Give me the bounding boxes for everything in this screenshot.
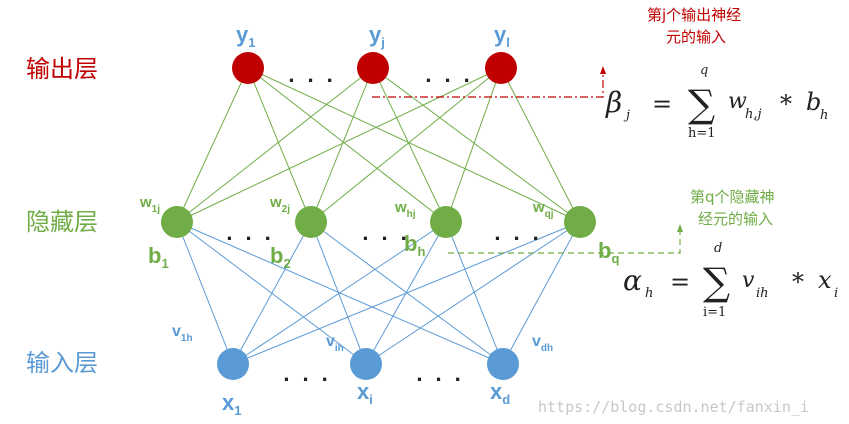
- hidden-output-edges: [176, 67, 581, 223]
- output-node-1: [357, 52, 389, 84]
- beta-lhs-sub: j: [623, 108, 630, 123]
- edge-hidden-3-output-1: [372, 67, 581, 223]
- hidden-node-label-3: bq: [598, 238, 619, 266]
- edge-hidden-3-output-2: [500, 67, 581, 223]
- beta-sum-sign: ∑: [688, 82, 715, 126]
- hidden-node-1: [295, 206, 327, 238]
- input-weight-label-2: vdh: [532, 333, 553, 354]
- input-weight-label-0: v1h: [172, 323, 193, 344]
- edge-input-1-hidden-3: [365, 221, 581, 365]
- alpha-times: *: [792, 268, 804, 296]
- edge-hidden-3-output-0: [247, 67, 581, 223]
- beta-sum-lower: h=1: [688, 126, 716, 141]
- hidden-note-line-2: 经元的输入: [698, 210, 773, 228]
- hidden-ellipsis-1: . . .: [226, 224, 274, 245]
- input-hidden-edges: [176, 221, 581, 365]
- hidden-input-pointer: [448, 224, 683, 254]
- input-node-2: [487, 348, 519, 380]
- edge-hidden-1-output-1: [310, 67, 374, 223]
- hidden-weight-label-1: w2j: [269, 194, 290, 215]
- hidden-weight-label-2: whj: [394, 199, 416, 220]
- beta-sum-upper: q: [700, 63, 708, 78]
- edge-input-1-hidden-2: [365, 221, 447, 365]
- output-node-label-2: yl: [494, 22, 510, 50]
- beta-formula: β j = ∑ q h=1 w h,j * b h: [605, 63, 828, 141]
- hidden-note-line-1: 第q个隐藏神: [690, 188, 775, 206]
- alpha-sum-upper: d: [714, 241, 722, 256]
- output-layer-nodes: y1 yj yl: [232, 22, 517, 84]
- beta-equals: =: [652, 90, 672, 118]
- input-node-0: [217, 348, 249, 380]
- output-node-2: [485, 52, 517, 84]
- edge-hidden-1-output-0: [247, 67, 312, 223]
- edge-hidden-2-output-2: [445, 67, 502, 223]
- output-node-label-1: yj: [369, 22, 385, 50]
- edge-hidden-2-output-1: [372, 67, 447, 223]
- output-note: 第j个输出神经 元的输入: [647, 6, 741, 46]
- alpha-var2: x: [818, 266, 832, 294]
- output-node-label-0: y1: [236, 22, 255, 50]
- edge-input-0-hidden-0: [176, 221, 234, 365]
- alpha-sum-sign: ∑: [703, 260, 730, 304]
- beta-var: w: [728, 89, 747, 114]
- input-node-1: [350, 348, 382, 380]
- output-layer-label: 输出层: [26, 55, 98, 83]
- hidden-ellipsis-2: . . .: [362, 224, 410, 245]
- alpha-var-sub: ih: [756, 286, 769, 301]
- beta-var-sub: h,j: [745, 107, 762, 122]
- hidden-note: 第q个隐藏神 经元的输入: [690, 188, 775, 228]
- hidden-layer-label: 隐藏层: [26, 208, 98, 236]
- output-note-line-1: 第j个输出神经: [647, 6, 741, 24]
- input-node-label-0: x1: [222, 390, 241, 418]
- alpha-sum-lower: i=1: [703, 305, 726, 320]
- hidden-ellipsis-3: . . .: [494, 224, 542, 245]
- alpha-lhs-sub: h: [645, 286, 653, 301]
- edge-input-2-hidden-2: [445, 221, 504, 365]
- edge-input-2-hidden-0: [176, 221, 504, 365]
- hidden-node-label-2: bh: [404, 231, 425, 259]
- edge-input-2-hidden-1: [310, 221, 504, 365]
- output-node-0: [232, 52, 264, 84]
- output-note-line-2: 元的输入: [666, 28, 726, 46]
- edge-hidden-2-output-0: [247, 67, 447, 223]
- edge-hidden-0-output-0: [176, 67, 249, 223]
- input-node-label-1: xi: [357, 379, 373, 407]
- hidden-node-0: [161, 206, 193, 238]
- alpha-lhs: α: [623, 264, 642, 297]
- input-ellipsis-2: . . .: [416, 365, 464, 386]
- output-ellipsis-1: . . .: [288, 66, 336, 87]
- edge-input-1-hidden-1: [310, 221, 367, 365]
- watermark: https://blog.csdn.net/fanxin_i: [538, 398, 809, 416]
- beta-times: *: [780, 90, 792, 118]
- hidden-node-2: [430, 206, 462, 238]
- input-weight-label-1: vih: [326, 333, 344, 354]
- beta-var2-sub: h: [820, 108, 828, 123]
- alpha-formula: α h = ∑ d i=1 v ih * x i: [623, 241, 838, 320]
- hidden-node-label-1: b2: [270, 243, 291, 271]
- input-node-label-2: xd: [490, 379, 510, 407]
- beta-var2: b: [806, 88, 821, 116]
- input-layer-label: 输入层: [26, 349, 98, 377]
- edge-input-1-hidden-0: [176, 221, 367, 365]
- edge-hidden-0-output-2: [176, 67, 502, 223]
- hidden-node-label-0: b1: [148, 243, 169, 271]
- hidden-weight-label-0: w1j: [139, 194, 160, 215]
- edge-hidden-0-output-1: [176, 67, 374, 223]
- output-ellipsis-2: . . .: [425, 66, 473, 87]
- input-ellipsis-1: . . .: [283, 365, 331, 386]
- hidden-weight-label-3: wqj: [532, 199, 554, 220]
- edge-hidden-1-output-2: [310, 67, 502, 223]
- alpha-var: v: [742, 268, 755, 293]
- alpha-var2-sub: i: [834, 286, 838, 301]
- hidden-layer-nodes: b1 w1j b2 w2j bh whj bq wqj: [139, 194, 619, 271]
- output-input-pointer: [372, 66, 606, 98]
- input-layer-nodes: x1 xi xd v1h vih vdh: [172, 323, 553, 418]
- edge-input-2-hidden-3: [502, 221, 581, 365]
- alpha-equals: =: [670, 268, 690, 296]
- beta-lhs: β: [605, 86, 622, 119]
- hidden-node-3: [564, 206, 596, 238]
